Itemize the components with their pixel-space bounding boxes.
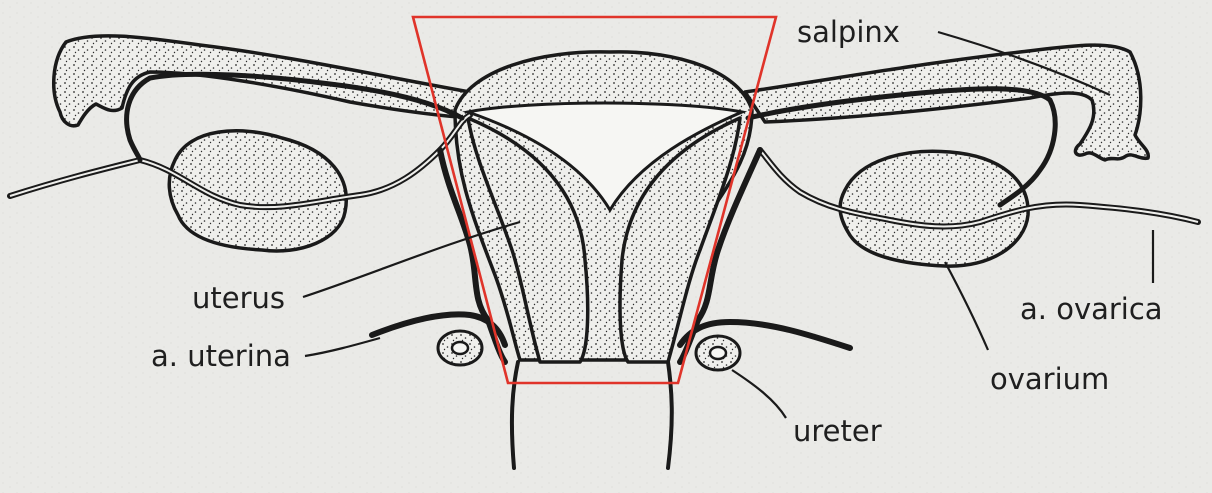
label-a-ovarica: a. ovarica (1020, 292, 1163, 326)
ovary-right (840, 151, 1028, 266)
label-ureter: ureter (793, 414, 882, 448)
ureter-left (438, 331, 482, 365)
label-ovarium: ovarium (990, 362, 1109, 396)
ureter-right (696, 336, 740, 370)
label-salpinx: salpinx (797, 15, 900, 49)
label-a-uterina: a. uterina (151, 339, 291, 373)
label-uterus: uterus (192, 281, 285, 315)
